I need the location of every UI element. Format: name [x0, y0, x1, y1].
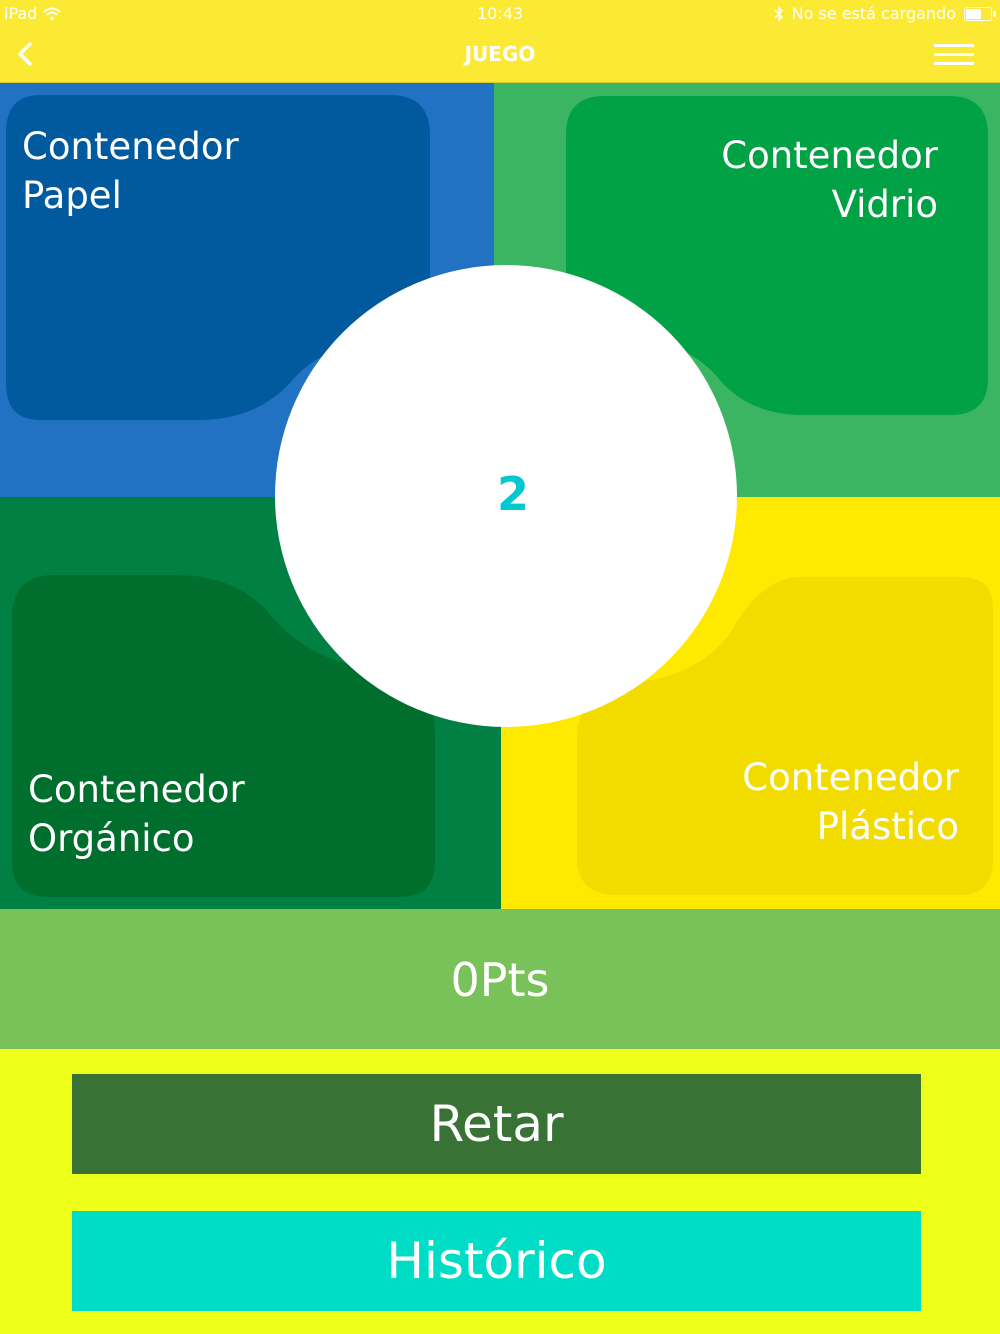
bin-plastico-label-line2: Plástico: [816, 805, 959, 848]
device-name: iPad: [4, 4, 38, 23]
bin-vidrio-label: Contenedor Vidrio: [721, 131, 938, 229]
page-title: JUEGO: [464, 42, 536, 66]
bin-papel-zone[interactable]: [0, 83, 494, 497]
bluetooth-icon: [774, 5, 783, 22]
hamburger-menu-icon[interactable]: [934, 42, 976, 68]
bin-papel-label-line2: Papel: [22, 174, 122, 217]
bin-organico-label-line1: Contenedor: [28, 768, 245, 811]
bin-papel-label: Contenedor Papel: [22, 122, 239, 220]
bin-organico-label: Contenedor Orgánico: [28, 765, 245, 863]
score-value: 0Pts: [450, 953, 550, 1007]
status-bar: iPad 10:43 No se está cargando: [0, 0, 1000, 28]
charging-status: No se está cargando: [791, 4, 956, 23]
battery-icon: [964, 6, 996, 21]
bin-organico-shape: [12, 575, 435, 897]
bin-papel-label-line1: Contenedor: [22, 125, 239, 168]
item-drop-circle[interactable]: 2: [275, 265, 737, 727]
historico-button[interactable]: Histórico: [72, 1211, 921, 1311]
bin-vidrio-label-line2: Vidrio: [831, 183, 938, 226]
chevron-left-icon[interactable]: [8, 36, 44, 72]
bin-vidrio-label-line1: Contenedor: [721, 134, 938, 177]
bin-papel-shape: [6, 95, 430, 420]
bin-plastico-label: Contenedor Plástico: [742, 753, 959, 851]
bin-plastico-shape: [577, 577, 993, 895]
score-bar: 0Pts: [0, 909, 1000, 1049]
navigation-bar: JUEGO: [0, 28, 1000, 83]
bin-organico-label-line2: Orgánico: [28, 817, 195, 860]
countdown-number: 2: [496, 467, 529, 521]
wifi-icon: [43, 7, 62, 20]
bin-plastico-label-line1: Contenedor: [742, 756, 959, 799]
status-time: 10:43: [476, 4, 524, 23]
retar-button[interactable]: Retar: [72, 1074, 921, 1174]
